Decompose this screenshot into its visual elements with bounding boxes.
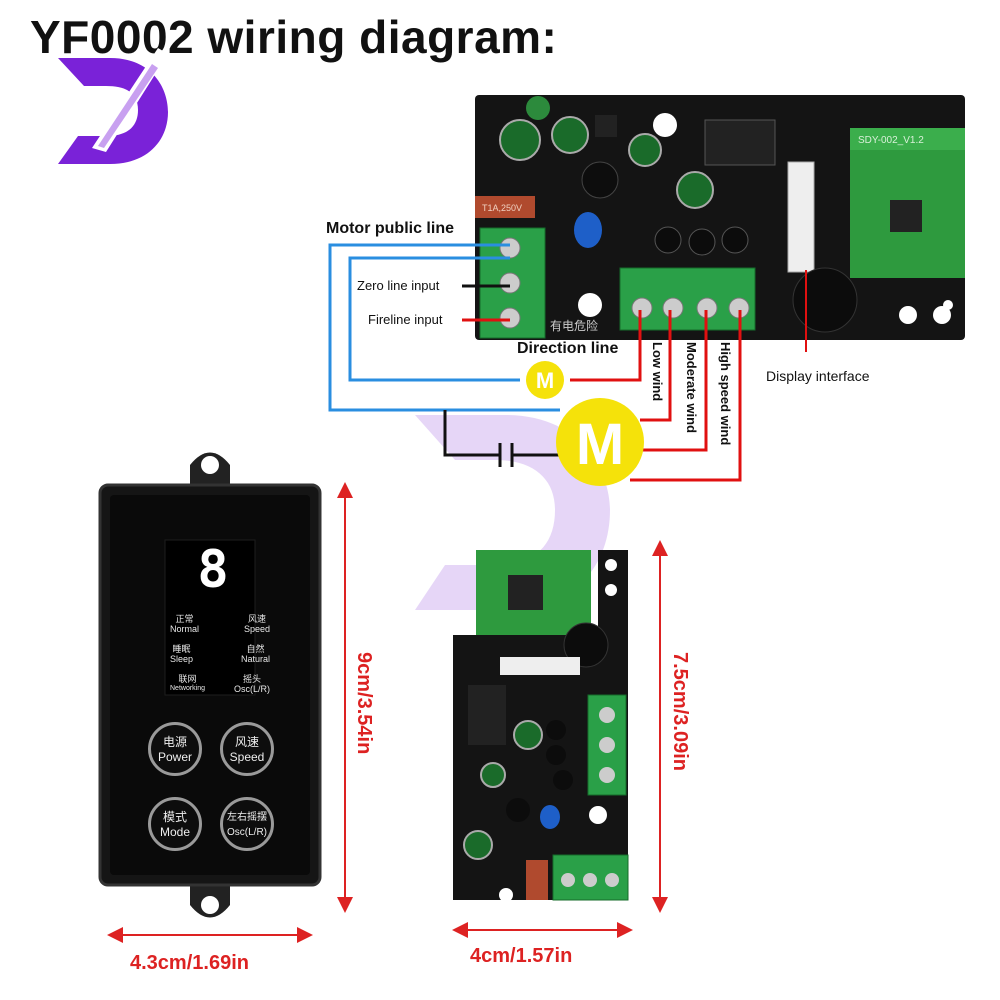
brand-logo — [58, 48, 168, 164]
direction-motor-label: M — [536, 368, 554, 393]
fireline-input-label: Fireline input — [368, 312, 443, 327]
fan-motor-icon — [556, 398, 644, 486]
page-title: YF0002 wiring diagram: — [30, 11, 558, 63]
high-speed-wind-label: High speed wind — [718, 342, 733, 446]
main-circuit-board: SDY-002_V1.2 T1A,250V 有电危险 — [475, 95, 965, 340]
low-wind-wire — [640, 310, 672, 422]
seven-segment-digit: 8 — [197, 540, 229, 600]
motor-public-wire-inner — [348, 256, 520, 382]
display-interface-label: Display interface — [766, 368, 870, 384]
direction-wire — [570, 310, 642, 382]
panel-width-label: 4.3cm/1.69in — [130, 952, 249, 974]
board-height-label: 7.5cm/3.09in — [669, 652, 691, 771]
zero-line-input-label: Zero line input — [357, 278, 440, 293]
moderate-wind-label: Moderate wind — [684, 342, 699, 434]
fuse-label: T1A,250V — [482, 203, 522, 213]
low-wind-label: Low wind — [650, 342, 665, 402]
direction-motor-icon — [526, 361, 564, 399]
motor-public-line-label: Motor public line — [326, 220, 454, 237]
control-panel — [98, 452, 322, 918]
board-width-label: 4cm/1.57in — [470, 945, 573, 967]
panel-height-label: 9cm/3.54in — [353, 652, 375, 755]
direction-line-label: Direction line — [517, 340, 619, 357]
module-label: SDY-002_V1.2 — [858, 135, 924, 146]
high-speed-wind-wire — [630, 310, 742, 482]
capacitor-wire — [443, 410, 500, 457]
small-circuit-board — [453, 550, 629, 902]
danger-label: 有电危险 — [550, 318, 598, 333]
moderate-wind-wire — [640, 310, 708, 452]
fan-motor-label: M — [576, 412, 624, 477]
